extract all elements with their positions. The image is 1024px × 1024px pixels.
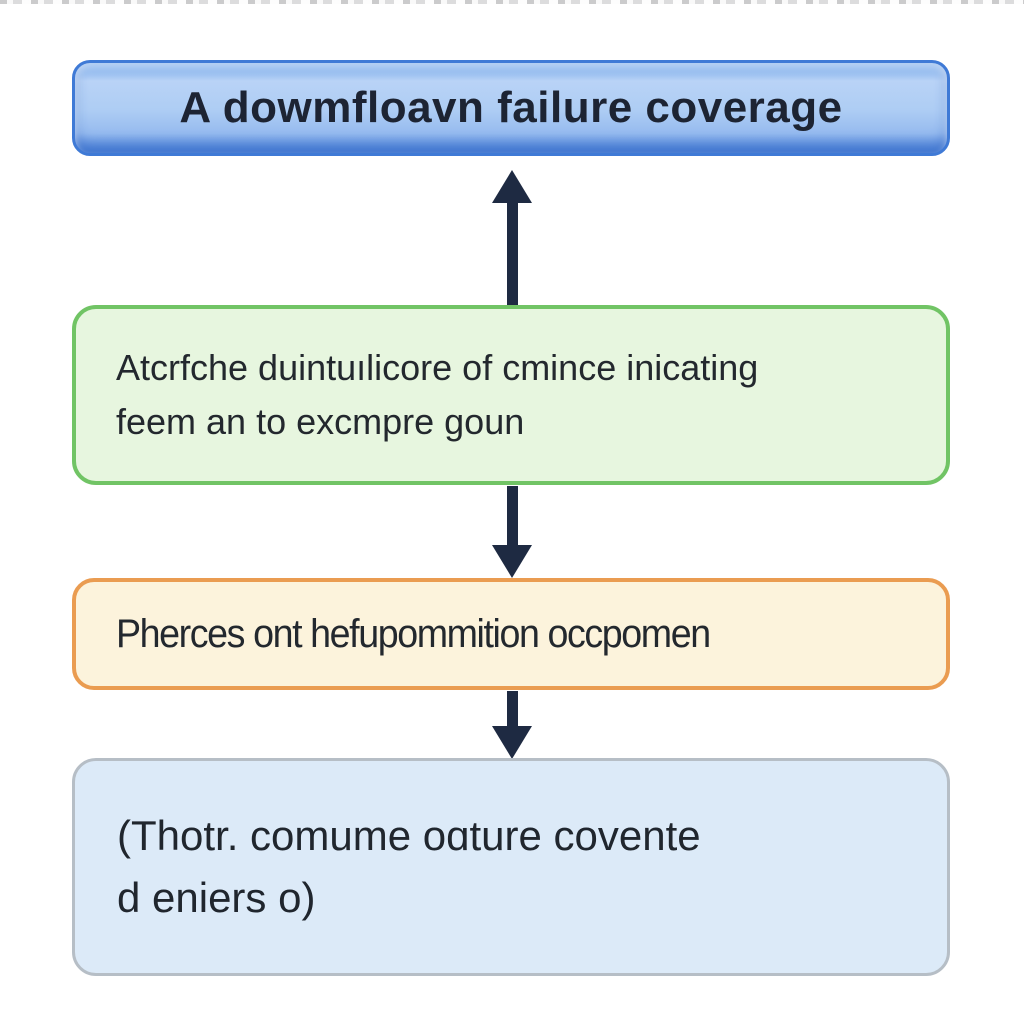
arrow-up-icon xyxy=(492,170,532,306)
flow-box-green-line-2: feem an to excmpre goun xyxy=(116,401,525,442)
arrow-up-shaft xyxy=(506,203,518,306)
arrow-down-shaft xyxy=(506,486,518,545)
arrow-down-head xyxy=(492,726,532,759)
flow-box-bottom-blue: (Thotr. comume oɑture covente d eniers o… xyxy=(72,758,950,976)
arrow-down-icon xyxy=(492,691,532,759)
title-box: A dowmfloavn failure coverage xyxy=(72,60,950,156)
flow-box-bottom-line-2: d eniers o) xyxy=(117,874,316,921)
arrow-down-icon xyxy=(492,486,532,578)
arrow-down-head xyxy=(492,545,532,578)
flow-box-orange-line-1: Pherces ont hefupommition occpomen xyxy=(116,611,711,656)
flow-box-green-line-1: Atcrfche duintuılicore of cmince inicati… xyxy=(116,347,759,389)
flow-box-orange: Pherces ont hefupommition occpomen xyxy=(72,578,950,690)
arrow-down-shaft xyxy=(506,691,518,726)
title-box-label: A dowmfloavn failure coverage xyxy=(179,83,843,132)
arrow-up-head xyxy=(492,170,532,203)
flow-box-bottom-line-1: (Thotr. comume oɑture covente xyxy=(117,811,701,859)
flow-box-green: Atcrfche duintuılicore of cmince inicati… xyxy=(72,305,950,485)
top-edge-artifact xyxy=(0,0,1024,4)
